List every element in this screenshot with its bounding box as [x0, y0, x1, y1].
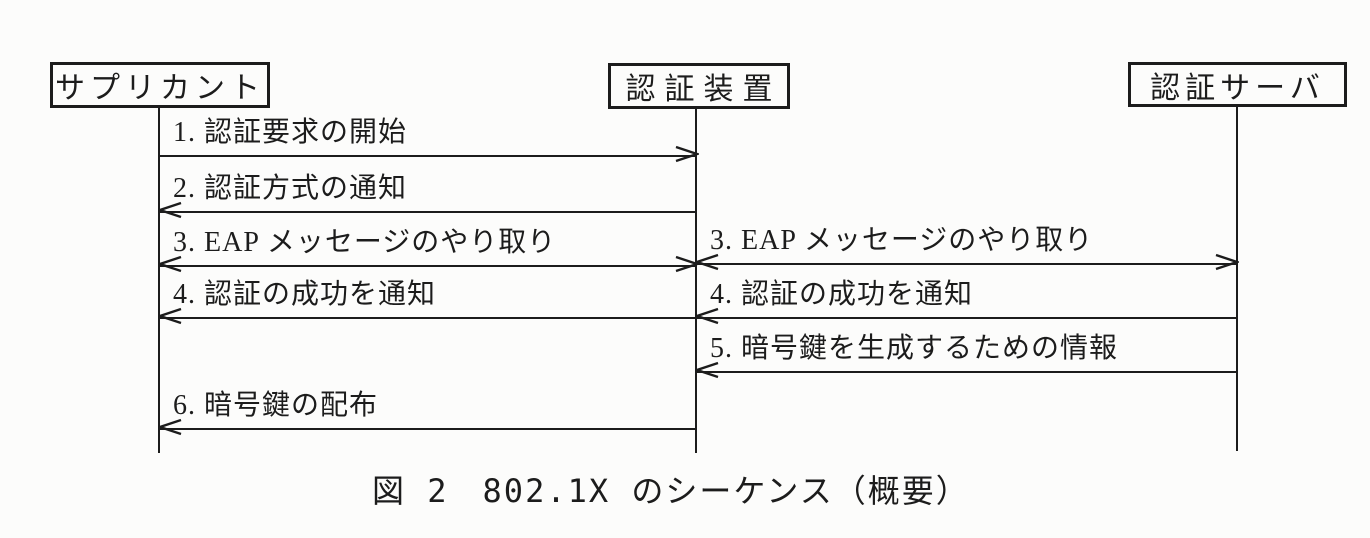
- message-3-left-label: 3. EAP メッセージのやり取り: [173, 227, 557, 258]
- figure-caption: 図 2 802.1X のシーケンス（概要）: [372, 472, 970, 510]
- message-4-right-label: 4. 認証の成功を通知: [710, 279, 974, 310]
- actor-label-authenticator: 認証装置: [625, 73, 782, 106]
- arrowhead-left-icon: [695, 253, 719, 271]
- actor-box-auth-server: 認証サーバ: [1128, 62, 1347, 107]
- message-3-eap-exchange-left: 3. EAP メッセージのやり取り: [158, 223, 699, 273]
- message-4-auth-success-left: 4. 認証の成功を通知: [158, 275, 697, 325]
- message-4-left-label: 4. 認証の成功を通知: [173, 279, 437, 310]
- message-2-auth-method-notify: 2. 認証方式の通知: [158, 169, 697, 219]
- lifeline-supplicant: [158, 107, 160, 453]
- actor-box-supplicant: サプリカント: [50, 62, 270, 108]
- message-6-key-distribution: 6. 暗号鍵の配布: [158, 386, 697, 436]
- message-1-label: 1. 認証要求の開始: [173, 117, 408, 148]
- arrowhead-left-icon: [695, 307, 719, 325]
- arrowhead-left-icon: [158, 418, 182, 436]
- message-5-label: 5. 暗号鍵を生成するための情報: [710, 333, 1119, 364]
- message-2-label: 2. 認証方式の通知: [173, 173, 408, 204]
- arrowhead-left-icon: [158, 255, 182, 273]
- message-1-auth-request-start: 1. 認証要求の開始: [160, 113, 699, 163]
- actor-box-authenticator: 認証装置: [608, 63, 790, 109]
- arrowhead-right-icon: [1215, 253, 1239, 271]
- message-3-right-label: 3. EAP メッセージのやり取り: [710, 225, 1094, 256]
- actor-label-supplicant: サプリカント: [55, 72, 265, 105]
- message-6-label: 6. 暗号鍵の配布: [173, 390, 379, 421]
- lifeline-auth-server: [1236, 106, 1238, 451]
- arrowhead-left-icon: [158, 201, 182, 219]
- arrowhead-right-icon: [675, 145, 699, 163]
- lifeline-authenticator: [695, 108, 697, 453]
- message-3-eap-exchange-right: 3. EAP メッセージのやり取り: [695, 221, 1239, 271]
- arrowhead-left-icon: [695, 361, 719, 379]
- actor-label-auth-server: 認証サーバ: [1150, 71, 1325, 105]
- message-5-key-material: 5. 暗号鍵を生成するための情報: [695, 329, 1237, 379]
- message-4-auth-success-right: 4. 認証の成功を通知: [695, 275, 1237, 325]
- arrowhead-left-icon: [158, 307, 182, 325]
